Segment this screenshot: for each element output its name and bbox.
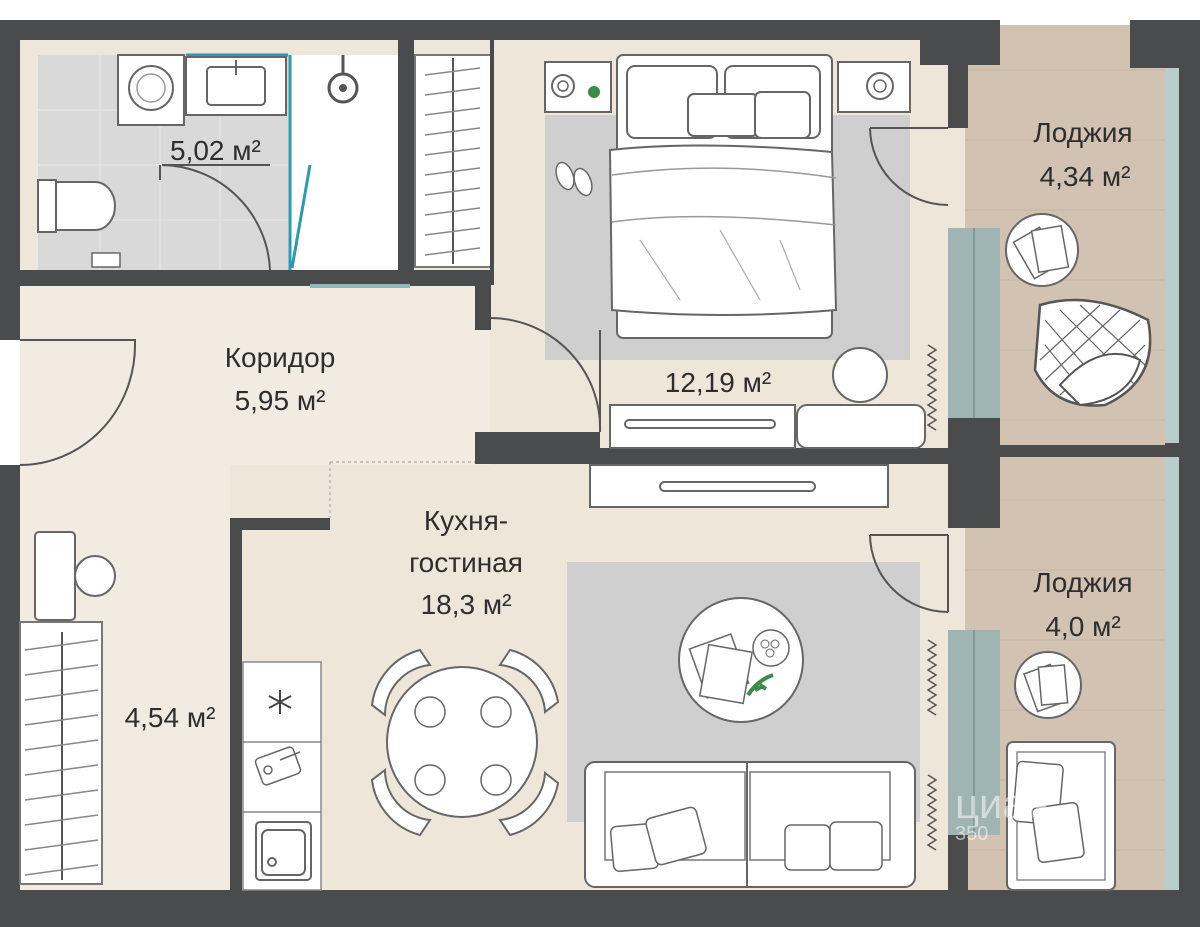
floor-corridor — [20, 285, 490, 465]
daybed-icon — [1006, 741, 1116, 891]
watermark-text: циан — [955, 780, 1049, 827]
wall-left-lower — [0, 465, 20, 925]
wall-loggia-bottom-lower — [948, 835, 968, 895]
kitchen-sink-icon — [255, 821, 312, 881]
kitchen-name-1: Кухня- — [424, 505, 508, 536]
watermark-sub: 350 — [955, 823, 988, 845]
sofa-icon — [584, 761, 916, 888]
corridor-name: Коридор — [225, 342, 336, 373]
loggia-top-area: 4,34 м² — [1040, 161, 1131, 192]
bedroom-area: 12,19 м² — [665, 367, 771, 398]
fridge-snowflake-icon — [268, 690, 292, 714]
loggia-bottom-name: Лоджия — [1033, 567, 1132, 598]
nightstand-right — [837, 61, 911, 113]
hall-wardrobe-icon — [19, 621, 103, 885]
chair-icon — [370, 648, 560, 837]
armchair-icon — [1033, 298, 1152, 407]
loggia-bottom-area: 4,0 м² — [1045, 611, 1120, 642]
stove-icon — [254, 746, 302, 786]
nightstand-left — [544, 61, 612, 113]
wall-hall-inner — [230, 518, 242, 890]
shower-icon — [327, 55, 359, 104]
window-loggia-bottom — [1165, 457, 1179, 890]
wall-top — [0, 20, 970, 40]
book-icon — [1005, 213, 1079, 287]
watermark: циан 350 — [955, 780, 1049, 845]
hall-stool — [34, 531, 116, 621]
wall-loggia-top-lower — [948, 418, 1000, 528]
loggia-top-name: Лоджия — [1033, 117, 1132, 148]
bed-icon — [608, 54, 838, 339]
door-bedroom — [489, 317, 602, 433]
plant-icon — [588, 86, 600, 98]
wall-hall-top — [230, 518, 330, 530]
radiator-icon — [926, 344, 938, 851]
wall-bath-right — [398, 40, 414, 285]
tv-console — [589, 464, 889, 508]
kitchen-name-2: гостиная — [409, 547, 523, 578]
door-loggia-top — [869, 127, 949, 206]
doors — [19, 53, 949, 613]
wall-loggia-top-upper — [948, 40, 968, 128]
bedroom-stool — [832, 347, 888, 403]
wall-bedroom-bottom — [475, 448, 965, 464]
door-entrance — [19, 339, 136, 466]
wardrobe-icon — [424, 58, 481, 264]
wall-left-upper — [0, 20, 20, 340]
window-corridor-teal — [310, 284, 410, 288]
bathroom-area: 5,02 м² — [170, 135, 261, 166]
door-bathroom — [159, 164, 271, 271]
wall-bath-bottom-l — [20, 270, 270, 286]
wall-loggia-mid — [948, 445, 1165, 457]
room-labels: 5,02 м² Коридор 5,95 м² 12,19 м² Лоджия … — [125, 117, 1133, 733]
toilet-icon — [37, 179, 121, 268]
windows — [310, 68, 1179, 890]
wall-bottom — [0, 890, 1200, 927]
wall-bath-bottom-r — [270, 270, 490, 286]
book-icon-bottom — [1014, 651, 1082, 719]
washing-machine-icon — [117, 54, 185, 126]
dining-table-icon — [386, 666, 538, 818]
door-loggia-bottom — [869, 534, 949, 613]
bedroom-dresser — [609, 404, 926, 449]
wall-corridor-bottom — [475, 432, 600, 448]
window-loggia-top — [1165, 68, 1179, 443]
wall-corridor-right — [475, 285, 491, 330]
corridor-area: 5,95 м² — [235, 385, 326, 416]
coffee-table-icon — [678, 597, 804, 723]
wall-wardrobe-right — [490, 40, 494, 285]
slippers-icon — [555, 161, 593, 197]
sink-icon — [185, 56, 287, 116]
kitchen-area: 18,3 м² — [421, 589, 512, 620]
hall-area: 4,54 м² — [125, 702, 216, 733]
